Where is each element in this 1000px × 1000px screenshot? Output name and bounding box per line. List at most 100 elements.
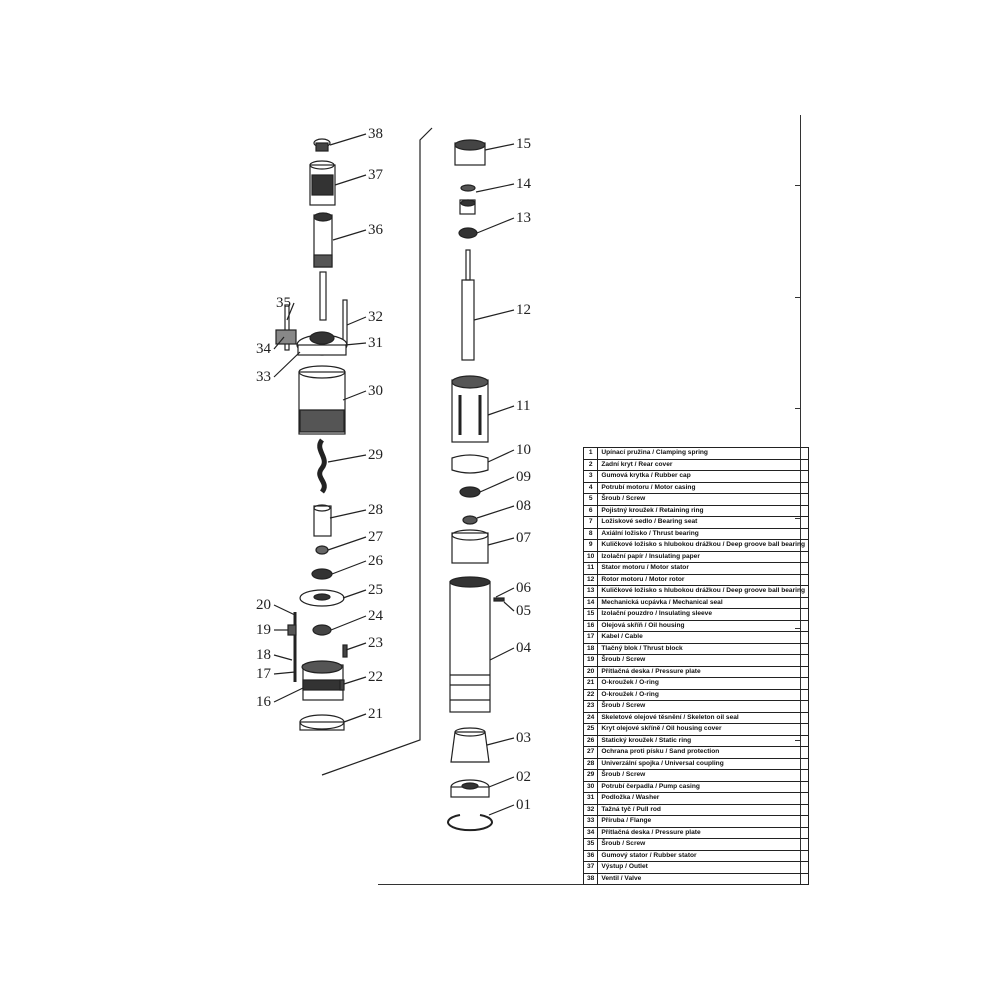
- leader-line: [345, 642, 367, 651]
- part-number: 36: [582, 849, 599, 862]
- part-number: 19: [582, 654, 599, 667]
- callout-label: 18: [256, 647, 271, 663]
- callout-label: 20: [256, 597, 271, 613]
- part-name: Statický kroužek / Static ring: [597, 734, 810, 747]
- callout-label: 13: [516, 210, 531, 226]
- part-name: Šroub / Screw: [597, 493, 810, 506]
- part-number: 22: [582, 688, 599, 701]
- leader-line: [343, 676, 367, 685]
- part-name: Olejová skříň / Oil housing: [597, 619, 810, 632]
- leader-line: [346, 316, 367, 326]
- part-name: Kuličkové ložisko s hlubokou drážkou / D…: [597, 585, 810, 598]
- leader-line: [476, 217, 515, 234]
- clamping-spring-01: [447, 814, 493, 832]
- callout-label: 09: [516, 469, 531, 485]
- part-name: Šroub / Screw: [597, 700, 810, 713]
- callout-label: 25: [368, 582, 383, 598]
- leader-line: [503, 601, 515, 612]
- part-number: 3: [582, 470, 599, 483]
- part-name: Kryt olejové skříně / Oil housing cover: [597, 723, 810, 736]
- callout-label: 32: [368, 309, 383, 325]
- part-number: 37: [582, 861, 599, 874]
- callout-label: 16: [256, 694, 271, 710]
- part-name: Ventil / Valve: [597, 872, 810, 885]
- leader-line: [344, 342, 367, 346]
- screw-23: [342, 644, 348, 658]
- part-number: 17: [582, 631, 599, 644]
- part-name: Pojistný kroužek / Retaining ring: [597, 504, 810, 517]
- part-number: 23: [582, 700, 599, 713]
- leader-line: [487, 449, 515, 463]
- callout-label: 04: [516, 640, 531, 656]
- motor-stator-11: [451, 375, 489, 443]
- callout-label: 22: [368, 669, 383, 685]
- callout-label: 26: [368, 553, 383, 569]
- leader-line: [473, 309, 515, 321]
- callout-label: 28: [368, 502, 383, 518]
- part-name: O-kroužek / O-ring: [597, 677, 810, 690]
- callout-label: 11: [516, 398, 531, 414]
- o-ring-21: [299, 714, 345, 731]
- leader-line: [486, 737, 515, 746]
- insulating-paper-10: [451, 454, 489, 474]
- leader-line: [487, 405, 515, 416]
- leader-line: [286, 302, 295, 321]
- leader-line: [342, 390, 367, 401]
- part-name: Potrubí motoru / Motor casing: [597, 481, 810, 494]
- callout-label: 12: [516, 302, 531, 318]
- leader-line: [273, 687, 304, 703]
- part-number: 6: [582, 504, 599, 517]
- part-name: Univerzální spojka / Universal coupling: [597, 757, 810, 770]
- part-number: 14: [582, 596, 599, 609]
- part-number: 13: [582, 585, 599, 598]
- part-number: 28: [582, 757, 599, 770]
- callout-label: 03: [516, 730, 531, 746]
- part-name: Skeletové olejové těsnění / Skeleton oil…: [597, 711, 810, 724]
- part-name: Stator motoru / Motor stator: [597, 562, 810, 575]
- thrust-bearing-08: [462, 515, 478, 525]
- part-name: Šroub / Screw: [597, 838, 810, 851]
- ball-bearing-13: [458, 227, 478, 239]
- leader-line: [273, 336, 285, 350]
- assembly-bracket-line: [321, 127, 433, 776]
- insulating-sleeve-15: [454, 139, 486, 166]
- callout-label: 10: [516, 442, 531, 458]
- leader-line: [488, 804, 515, 816]
- part-number: 24: [582, 711, 599, 724]
- callout-label: 08: [516, 498, 531, 514]
- leader-line: [484, 143, 515, 151]
- leader-line: [327, 536, 367, 551]
- part-name: Ložiskové sedlo / Bearing seat: [597, 516, 810, 529]
- universal-coupling-28: [313, 504, 332, 537]
- mechanical-seal-14: [459, 184, 476, 215]
- part-number: 5: [582, 493, 599, 506]
- callout-label: 36: [368, 222, 383, 238]
- leader-line: [476, 505, 515, 519]
- part-name: Axiální ložisko / Thrust bearing: [597, 527, 810, 540]
- valve-38: [313, 138, 331, 152]
- part-name: Ochrana proti písku / Sand protection: [597, 746, 810, 759]
- baseline: [378, 884, 800, 885]
- leader-line: [487, 537, 515, 546]
